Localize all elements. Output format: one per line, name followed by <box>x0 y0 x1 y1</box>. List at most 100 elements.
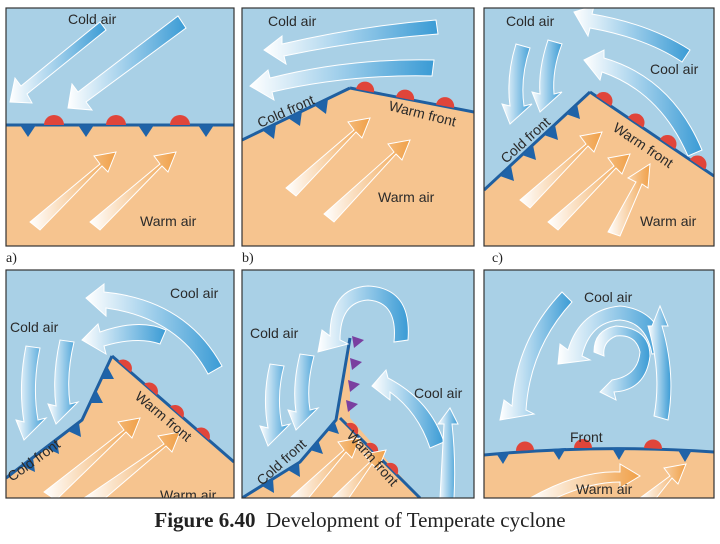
cold-air-arrow <box>15 345 48 441</box>
warm-front-semicircle <box>628 113 645 128</box>
panel-c-cold-front <box>484 90 592 192</box>
occluded-front-triangle <box>346 400 358 412</box>
cold-air-arrow <box>317 285 409 353</box>
panel-c-label: c) <box>492 251 503 266</box>
warm-front-semicircle <box>196 427 210 441</box>
panel-c-warm-sector <box>484 92 714 246</box>
panel-b: Cold air Cold front Warm front Warm air <box>242 8 474 246</box>
warm-front-semicircle <box>644 439 663 449</box>
cold-front-triangle <box>314 99 328 114</box>
cold-front-triangle <box>90 390 103 403</box>
warm-front-semicircle <box>44 115 64 125</box>
panel-a-label: a) <box>6 251 17 266</box>
cold-front-triangle <box>78 125 94 137</box>
warm-air-arrow <box>331 449 387 498</box>
figure-title: Development of Temperate cyclone <box>266 508 566 532</box>
panel-c-cool-air-label: Cool air <box>650 61 699 77</box>
occluded-front-triangle <box>352 336 364 348</box>
cold-front-triangle <box>46 440 59 454</box>
panel-f-border <box>483 269 715 499</box>
panel-b-warm-air-label: Warm air <box>378 189 435 205</box>
cold-air-arrow <box>573 8 691 63</box>
warm-front-semicircle <box>396 89 415 101</box>
panel-c-warm-air-label: Warm air <box>640 213 697 229</box>
panel-a-border <box>5 7 235 247</box>
cold-front-triangle <box>138 125 154 137</box>
cold-front-triangle <box>500 166 514 181</box>
cold-air-arrow <box>593 325 651 401</box>
panel-d-warm-sector <box>6 356 234 498</box>
cold-front-triangle <box>288 111 302 126</box>
warm-front-semicircle <box>690 155 707 170</box>
panel-a-front <box>6 115 234 137</box>
panel-d-warm-air-label: Warm air <box>160 487 217 503</box>
panel-c-cold-air-label: Cold air <box>506 13 555 29</box>
panel-b-cold-air-label: Cold air <box>268 13 317 29</box>
panel-e-cold-front <box>242 337 352 498</box>
warm-air-arrow <box>323 139 411 223</box>
panel-a-cold-air-label: Cold air <box>68 11 117 27</box>
warm-air-arrow <box>639 463 687 498</box>
panel-f-front <box>484 439 714 464</box>
warm-front-semicircle <box>436 97 455 108</box>
panel-d-cold-air-label: Cold air <box>10 319 59 335</box>
cold-air-arrow <box>81 323 167 356</box>
cold-air-arrow <box>647 304 672 421</box>
warm-front-semicircle <box>106 115 126 125</box>
panel-d-cold-front <box>6 355 114 480</box>
warm-air-arrow <box>285 117 371 197</box>
panel-f-warm-air-label: Warm air <box>576 481 633 497</box>
panel-e-cool-air-label: Cool air <box>414 385 463 401</box>
warm-front-semicircle <box>386 462 399 475</box>
cold-air-arrow <box>85 282 223 375</box>
cold-air-arrow <box>583 49 703 157</box>
cold-front-triangle <box>198 125 214 137</box>
cold-air-arrow <box>47 339 80 425</box>
cold-front-triangle <box>262 479 274 493</box>
cold-front-triangle <box>566 104 580 119</box>
panel-f-front-label: Front <box>570 429 603 445</box>
panel-c: Cold air Cool air Cold front Warm front … <box>484 8 714 246</box>
cold-front-triangle <box>612 448 626 460</box>
panel-e-border <box>241 269 475 499</box>
cold-air-arrow <box>67 15 187 111</box>
cold-front-triangle <box>326 420 339 434</box>
cold-air-arrow <box>501 43 533 125</box>
warm-front-semicircle <box>346 422 359 435</box>
panel-b-label: b) <box>242 251 254 266</box>
warm-front-semicircle <box>118 359 132 373</box>
warm-air-arrow <box>547 153 631 231</box>
cold-air-arrow <box>263 19 439 66</box>
warm-air-arrow <box>607 163 651 237</box>
occluded-front-triangle <box>348 380 360 392</box>
cold-front-triangle <box>310 440 323 454</box>
warm-front-semicircle <box>574 439 592 448</box>
cold-air-arrow <box>499 291 573 421</box>
cold-front-triangle <box>678 450 692 462</box>
figure-number: Figure 6.40 <box>154 508 256 532</box>
warm-air-arrow <box>29 151 117 231</box>
warm-air-arrow <box>83 431 181 498</box>
cold-front-triangle <box>522 145 536 160</box>
panel-d-cool-air-label: Cool air <box>170 285 219 301</box>
cold-front-triangle <box>288 463 300 477</box>
panel-c-warm-front <box>589 90 714 178</box>
cold-air-arrow <box>531 39 563 113</box>
warm-air-arrow <box>529 463 641 498</box>
warm-front-semicircle <box>170 115 190 125</box>
panel-c-warm-front-line <box>589 90 714 178</box>
cold-air-arrow <box>9 21 107 104</box>
warm-air-arrow <box>43 417 141 498</box>
warm-front-semicircle <box>515 441 534 451</box>
panel-f-cool-air-label: Cool air <box>584 289 633 305</box>
cold-front-triangle <box>552 448 566 460</box>
cold-front-triangle <box>101 366 114 379</box>
panel-d-warm-front <box>111 354 234 464</box>
panel-b-cold-front <box>242 86 351 142</box>
cold-air-arrow <box>249 59 435 102</box>
warm-air-arrow <box>89 151 177 231</box>
warm-front-semicircle <box>144 382 158 396</box>
panel-a: Cold air Warm air <box>6 8 234 246</box>
panel-e-occluded-front <box>346 336 364 412</box>
